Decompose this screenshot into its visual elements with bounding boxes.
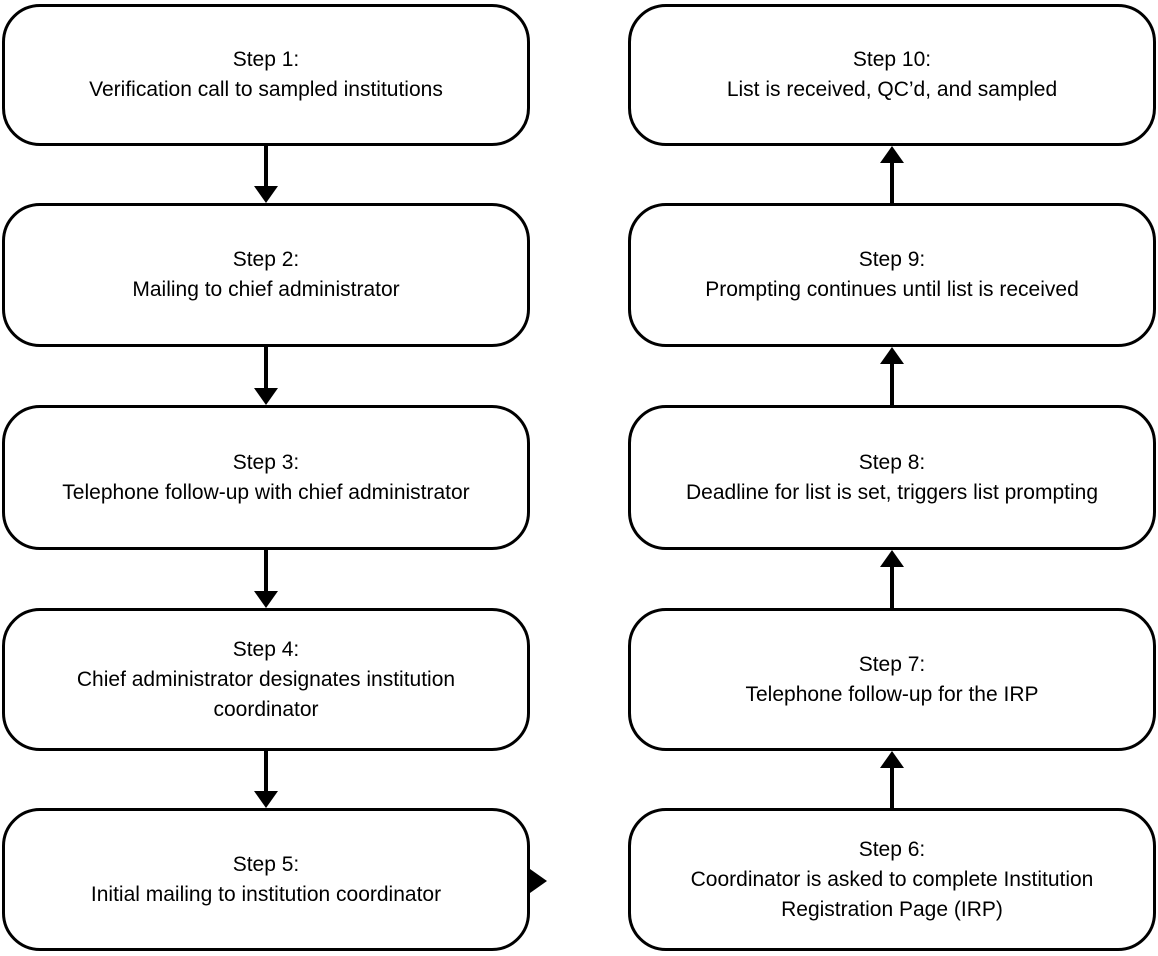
step-7-box: Step 7: Telephone follow-up for the IRP: [628, 608, 1156, 751]
arrow-head-up-icon: [880, 146, 904, 163]
arrow-head-up-icon: [880, 550, 904, 567]
step-10-title: Step 10:: [852, 48, 932, 71]
step-1-description: Verification call to sampled institution…: [89, 78, 443, 101]
step-3-title: Step 3:: [232, 450, 300, 474]
step-6-title: Step 6:: [858, 837, 926, 861]
arrow-head-up-icon: [880, 751, 904, 768]
arrow-shaft: [264, 550, 268, 591]
arrow-step9-to-step10-icon: [880, 146, 904, 203]
arrow-shaft: [890, 364, 894, 405]
arrow-step3-to-step4-icon: [254, 550, 278, 608]
step-9-box: Step 9: Prompting continues until list i…: [628, 203, 1156, 347]
arrow-head-up-icon: [880, 347, 904, 364]
arrow-step5-to-step6-icon: [530, 869, 547, 893]
arrow-head-down-icon: [254, 791, 278, 808]
step-9-description: Prompting continues until list is receiv…: [705, 278, 1079, 301]
arrow-step7-to-step8-icon: [880, 550, 904, 608]
arrow-head-right-icon: [530, 869, 547, 893]
step-8-box: Step 8: Deadline for list is set, trigge…: [628, 405, 1156, 550]
step-6-description: Coordinator is asked to complete Institu…: [690, 867, 1094, 921]
arrow-head-down-icon: [254, 591, 278, 608]
arrow-step4-to-step5-icon: [254, 751, 278, 808]
step-10-box: Step 10: List is received, QC’d, and sam…: [628, 4, 1156, 146]
arrow-step8-to-step9-icon: [880, 347, 904, 405]
step-8-title: Step 8:: [858, 450, 926, 474]
arrow-shaft: [890, 768, 894, 808]
step-7-description: Telephone follow-up for the IRP: [745, 682, 1039, 706]
arrow-shaft: [890, 567, 894, 608]
arrow-head-down-icon: [254, 388, 278, 405]
arrow-shaft: [264, 347, 268, 388]
step-6-box: Step 6: Coordinator is asked to complete…: [628, 808, 1156, 951]
step-9-title: Step 9:: [858, 248, 926, 271]
step-1-box: Step 1: Verification call to sampled ins…: [2, 4, 530, 146]
arrow-step2-to-step3-icon: [254, 347, 278, 405]
step-2-box: Step 2: Mailing to chief administrator: [2, 203, 530, 347]
step-4-box: Step 4: Chief administrator designates i…: [2, 608, 530, 751]
step-8-description: Deadline for list is set, triggers list …: [686, 480, 1098, 504]
step-3-description: Telephone follow-up with chief administr…: [62, 480, 470, 504]
step-2-description: Mailing to chief administrator: [132, 278, 400, 301]
arrow-shaft: [890, 163, 894, 203]
step-5-title: Step 5:: [232, 852, 300, 876]
arrow-step6-to-step7-icon: [880, 751, 904, 808]
step-10-description: List is received, QC’d, and sampled: [726, 78, 1058, 101]
arrow-step1-to-step2-icon: [254, 146, 278, 203]
step-7-title: Step 7:: [858, 652, 926, 676]
step-4-title: Step 4:: [232, 637, 300, 661]
step-2-title: Step 2:: [232, 248, 300, 271]
step-1-title: Step 1:: [232, 48, 300, 71]
step-5-description: Initial mailing to institution coordinat…: [90, 882, 442, 906]
arrow-head-down-icon: [254, 186, 278, 203]
arrow-shaft: [264, 751, 268, 791]
step-4-description: Chief administrator designates instituti…: [76, 667, 456, 721]
arrow-shaft: [264, 146, 268, 186]
step-3-box: Step 3: Telephone follow-up with chief a…: [2, 405, 530, 550]
step-5-box: Step 5: Initial mailing to institution c…: [2, 808, 530, 951]
